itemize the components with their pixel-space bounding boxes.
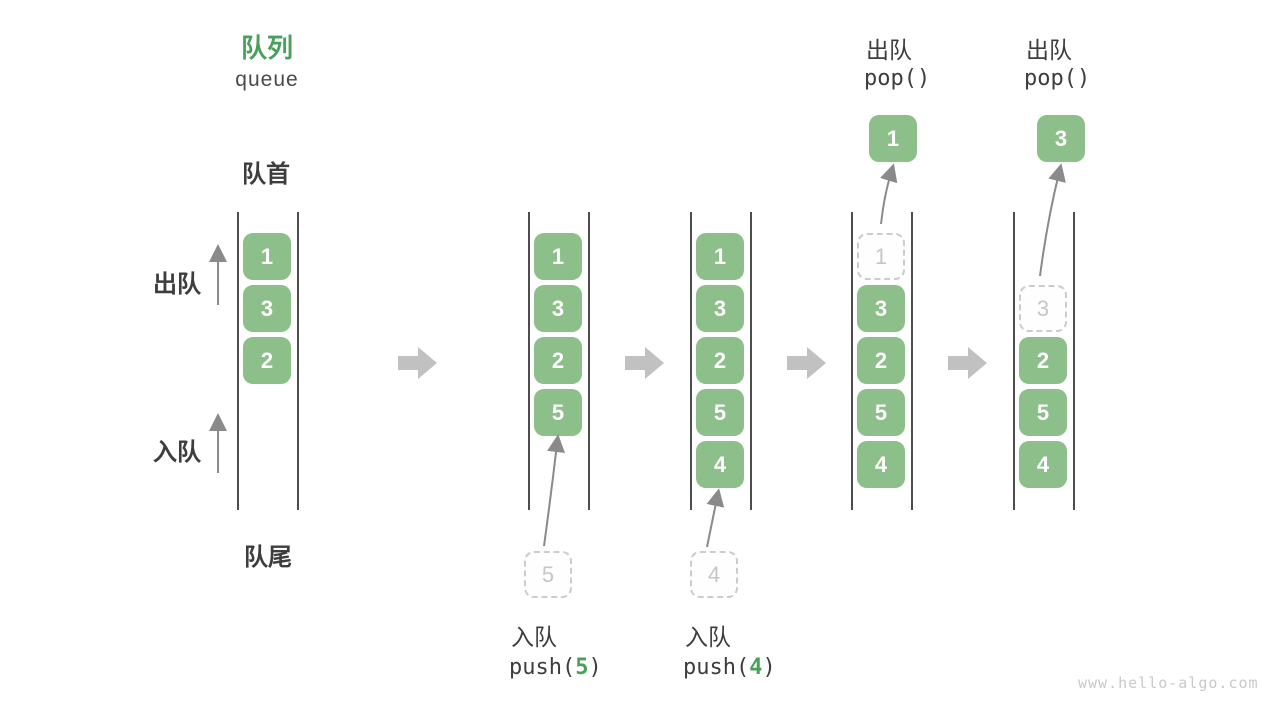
queue-cell: 4 [1019, 441, 1067, 488]
push-op-label: 入队 [685, 624, 731, 650]
queue-cell: 3 [696, 285, 744, 332]
queue-wall [297, 212, 299, 510]
queue-wall [690, 212, 692, 510]
queue-cell: 2 [857, 337, 905, 384]
push-code-post: ) [588, 655, 602, 680]
removed-cell-ghost: 3 [1019, 285, 1067, 332]
push-op-label: 入队 [511, 624, 557, 650]
pop3-arrow-icon [1039, 163, 1066, 277]
queue-cell: 1 [534, 233, 582, 280]
queue-wall [1073, 212, 1075, 510]
queue-cell: 2 [534, 337, 582, 384]
queue-wall [528, 212, 530, 510]
pop-op-label: 出队 [866, 37, 912, 63]
queue-cell: 1 [696, 233, 744, 280]
watermark: www.hello-algo.com [1078, 674, 1259, 692]
next-state-arrow-icon [948, 347, 987, 379]
push-code-pre: push( [683, 655, 750, 680]
queue-cell: 5 [534, 389, 582, 436]
queue-cell: 4 [857, 441, 905, 488]
push-code-arg: 4 [749, 655, 763, 680]
popped-cell: 1 [869, 115, 917, 162]
next-state-arrow-icon [787, 347, 826, 379]
pop1-arrow-icon [880, 163, 898, 225]
push-code-pre: push( [509, 655, 576, 680]
dequeue-direction-label: 出队 [153, 271, 201, 298]
queue-wall [1013, 212, 1015, 510]
pending-cell-ghost: 4 [690, 551, 738, 598]
queue-cell: 4 [696, 441, 744, 488]
pop-op-code: pop() [864, 66, 931, 91]
next-state-arrow-icon [625, 347, 664, 379]
queue-cell: 2 [243, 337, 291, 384]
push-op-code: push(4) [683, 655, 776, 680]
page-subtitle: queue [235, 68, 299, 91]
queue-cell: 5 [857, 389, 905, 436]
queue-cell: 2 [1019, 337, 1067, 384]
queue-wall [851, 212, 853, 510]
push4-arrow-icon [706, 488, 725, 548]
queue-rear-label: 队尾 [244, 544, 292, 571]
queue-cell: 1 [243, 233, 291, 280]
push-code-arg: 5 [575, 655, 589, 680]
queue-cell: 5 [1019, 389, 1067, 436]
push5-arrow-icon [543, 434, 566, 547]
queue-cell: 2 [696, 337, 744, 384]
next-state-arrow-icon [398, 347, 437, 379]
enqueue-direction-label: 入队 [153, 439, 201, 466]
queue-front-label: 队首 [242, 161, 290, 188]
queue-cell: 5 [696, 389, 744, 436]
pop-op-code: pop() [1024, 66, 1091, 91]
pop-op-label: 出队 [1026, 37, 1072, 63]
queue-wall [588, 212, 590, 510]
queue-wall [911, 212, 913, 510]
queue-cell: 3 [857, 285, 905, 332]
queue-wall [237, 212, 239, 510]
popped-cell: 3 [1037, 115, 1085, 162]
push-code-post: ) [762, 655, 776, 680]
pending-cell-ghost: 5 [524, 551, 572, 598]
queue-cell: 3 [243, 285, 291, 332]
push-op-code: push(5) [509, 655, 602, 680]
queue-wall [750, 212, 752, 510]
queue-cell: 3 [534, 285, 582, 332]
page-title: 队列 [240, 33, 294, 63]
removed-cell-ghost: 1 [857, 233, 905, 280]
